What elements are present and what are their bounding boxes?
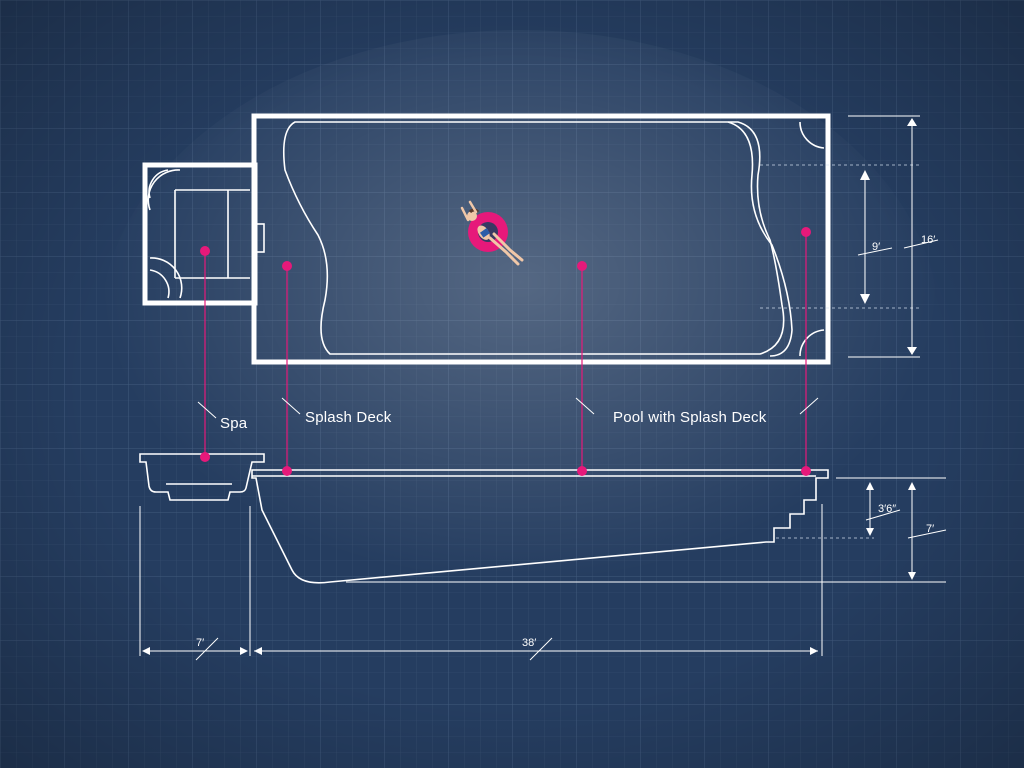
pool-length-label: 38′ (522, 637, 536, 649)
swimmer-float-icon (460, 200, 524, 266)
pool-with-splash-deck-label: Pool with Splash Deck (613, 409, 767, 426)
spa-seats (174, 189, 250, 279)
spa-label: Spa (220, 415, 248, 432)
shallow-depth-label: 3′6″ (878, 503, 896, 515)
pool-side-view (139, 453, 946, 584)
length-dimensions (139, 504, 823, 661)
width-dimensions (848, 115, 939, 358)
pool-outline (251, 113, 831, 365)
splash-deck-boundary (282, 121, 785, 355)
pool-top-view (142, 113, 920, 365)
pool-side-profile (251, 469, 829, 584)
pool-width-label: 16′ (921, 234, 935, 246)
inner-width-label: 9′ (872, 241, 880, 253)
splash-deck-label: Splash Deck (305, 409, 392, 426)
callout-leaders (200, 227, 811, 476)
spa-length-label: 7′ (196, 637, 204, 649)
depth-dimensions (836, 477, 947, 580)
spa-side-profile (139, 453, 265, 501)
deep-depth-label: 7′ (926, 523, 934, 535)
